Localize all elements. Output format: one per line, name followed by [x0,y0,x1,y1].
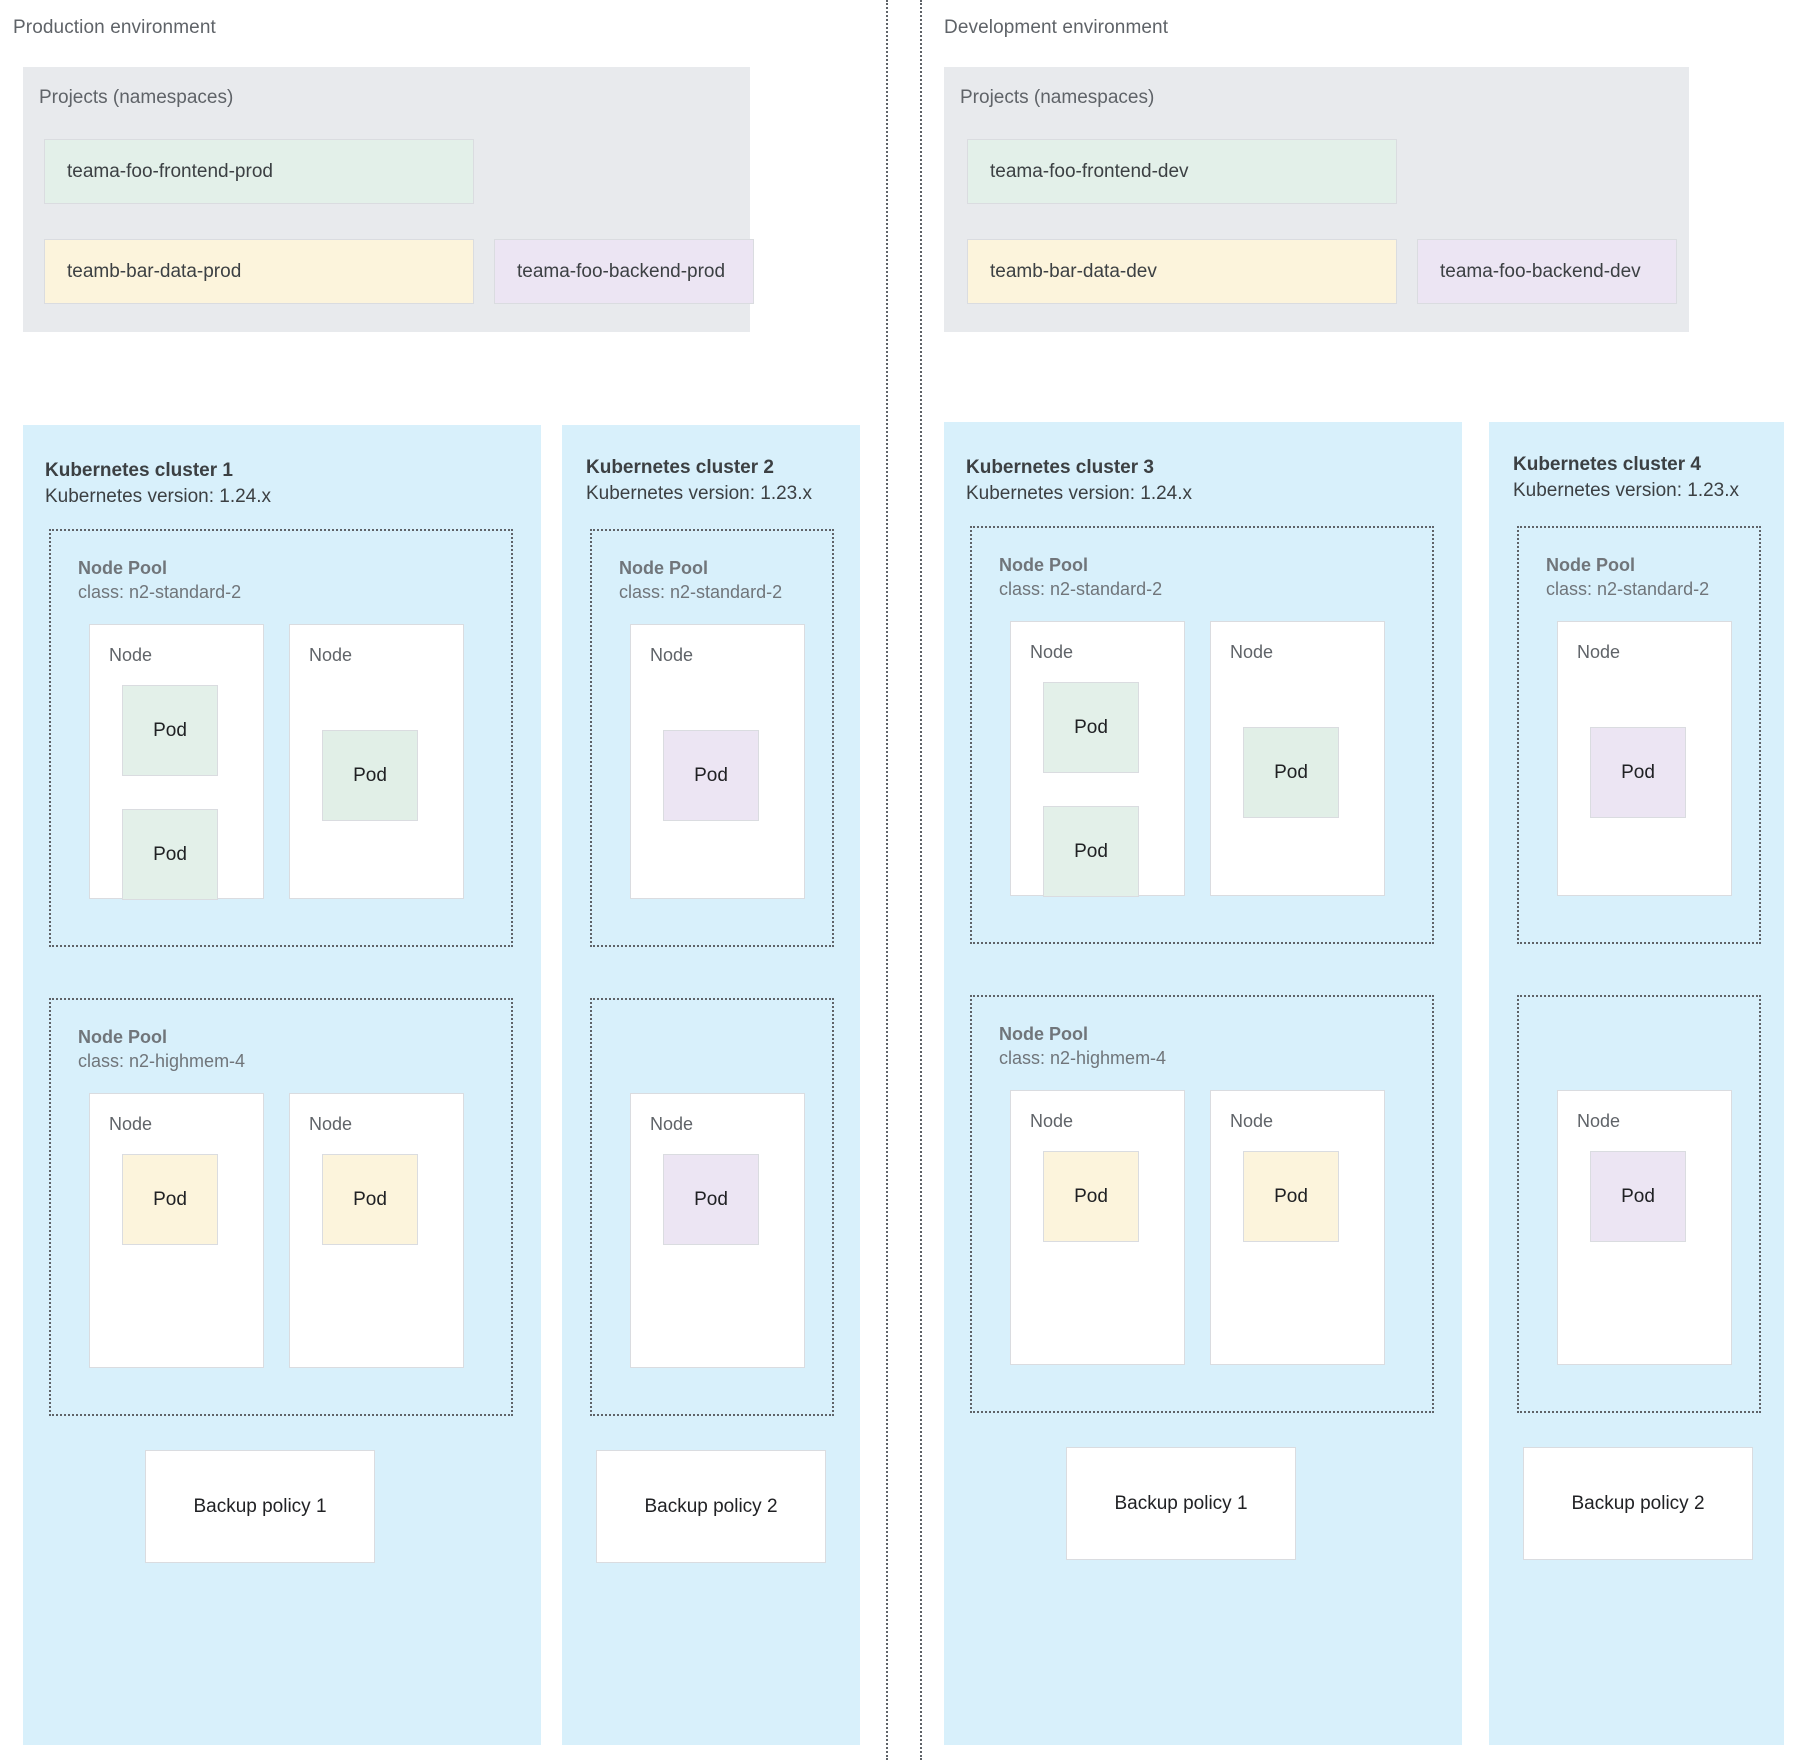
backup-policy-box[interactable]: Backup policy 1 [1066,1447,1296,1560]
pod-box[interactable]: Pod [1590,1151,1686,1242]
environment-title-development: Development environment [944,17,1169,38]
namespace-box[interactable]: teamb-bar-data-prod [44,239,474,304]
node-box[interactable]: Node Pod [1557,621,1732,896]
node-box[interactable]: Node Pod [1010,1090,1185,1365]
node-box[interactable]: Node Pod [289,624,464,899]
pod-box[interactable]: Pod [322,730,418,821]
node-box[interactable]: Node Pod Pod [1010,621,1185,897]
cluster-title: Kubernetes cluster 2 [586,457,774,478]
node-label: Node [309,645,353,665]
cluster-version: Kubernetes version: 1.24.x [45,486,272,507]
node-box[interactable]: Node Pod [289,1093,464,1368]
namespace-label: teama-foo-frontend-prod [67,160,273,182]
node-label: Node [109,645,153,665]
node-box[interactable]: Node Pod [630,1093,805,1368]
node-label: Node [1577,1111,1621,1131]
node-pool-class: class: n2-standard-2 [619,582,783,602]
node-pool[interactable]: Node Pool class: n2-standard-2 Node Pod … [970,526,1434,944]
node-pool[interactable]: Node Pod [1517,995,1761,1413]
namespace-box[interactable]: teama-foo-backend-dev [1417,239,1677,304]
namespace-box[interactable]: teama-foo-backend-prod [494,239,754,304]
cluster-panel-1[interactable]: Kubernetes cluster 1 Kubernetes version:… [23,425,541,1745]
node-pool-class: class: n2-standard-2 [78,582,242,602]
node-label: Node [1577,642,1621,662]
cluster-version: Kubernetes version: 1.23.x [1513,480,1740,501]
node-pool-title: Node Pool [78,1027,167,1047]
node-box[interactable]: Node Pod [630,624,805,899]
node-pool-title: Node Pool [1546,555,1635,575]
node-pool[interactable]: Node Pool class: n2-standard-2 Node Pod [590,529,834,947]
node-pool-class: class: n2-highmem-4 [78,1051,246,1071]
namespace-label: teama-foo-backend-prod [517,260,726,282]
node-label: Node [1230,642,1274,662]
pod-box[interactable]: Pod [663,730,759,821]
node-box[interactable]: Node Pod [89,1093,264,1368]
backup-policy-box[interactable]: Backup policy 2 [596,1450,826,1563]
namespace-box[interactable]: teamb-bar-data-dev [967,239,1397,304]
node-label: Node [650,1114,694,1134]
node-box[interactable]: Node Pod [1210,621,1385,896]
cluster-title: Kubernetes cluster 1 [45,460,233,481]
node-pool-title: Node Pool [619,558,708,578]
node-label: Node [1030,1111,1074,1131]
pod-box[interactable]: Pod [1043,806,1139,897]
cluster-panel-3[interactable]: Kubernetes cluster 3 Kubernetes version:… [944,422,1462,1745]
backup-policy-box[interactable]: Backup policy 1 [145,1450,375,1563]
node-pool-class: class: n2-highmem-4 [999,1048,1167,1068]
pod-box[interactable]: Pod [122,685,218,776]
node-label: Node [309,1114,353,1134]
node-label: Node [1230,1111,1274,1131]
pod-box[interactable]: Pod [122,1154,218,1245]
cluster-version: Kubernetes version: 1.23.x [586,483,813,504]
projects-panel-production: Projects (namespaces) teama-foo-frontend… [23,67,754,332]
pod-box[interactable]: Pod [1043,682,1139,773]
node-pool[interactable]: Node Pod [590,998,834,1416]
namespace-box[interactable]: teama-foo-frontend-dev [967,139,1397,204]
pod-box[interactable]: Pod [1243,727,1339,818]
pod-box[interactable]: Pod [663,1154,759,1245]
node-label: Node [1030,642,1074,662]
projects-panel-development: Projects (namespaces) teama-foo-frontend… [944,67,1689,332]
node-box[interactable]: Node Pod [1210,1090,1385,1365]
namespace-label: teamb-bar-data-dev [990,260,1157,282]
pod-box[interactable]: Pod [1043,1151,1139,1242]
namespace-label: teama-foo-frontend-dev [990,160,1189,182]
cluster-panel-4[interactable]: Kubernetes cluster 4 Kubernetes version:… [1489,422,1784,1745]
node-pool-title: Node Pool [999,555,1088,575]
pod-box[interactable]: Pod [1590,727,1686,818]
projects-label-development: Projects (namespaces) [960,87,1155,108]
namespace-label: teamb-bar-data-prod [67,260,242,282]
node-box[interactable]: Node Pod Pod [89,624,264,900]
backup-policy-box[interactable]: Backup policy 2 [1523,1447,1753,1560]
node-label: Node [109,1114,153,1134]
node-pool-title: Node Pool [78,558,167,578]
node-pool-class: class: n2-standard-2 [1546,579,1710,599]
cluster-version: Kubernetes version: 1.24.x [966,483,1193,504]
pod-box[interactable]: Pod [322,1154,418,1245]
node-pool-class: class: n2-standard-2 [999,579,1163,599]
pod-box[interactable]: Pod [1243,1151,1339,1242]
node-label: Node [650,645,694,665]
namespace-label: teama-foo-backend-dev [1440,260,1641,282]
cluster-title: Kubernetes cluster 4 [1513,454,1701,475]
pod-box[interactable]: Pod [122,809,218,900]
cluster-panel-2[interactable]: Kubernetes cluster 2 Kubernetes version:… [562,425,860,1745]
environment-divider-right [920,0,922,1760]
environment-divider-left [886,0,888,1760]
node-pool[interactable]: Node Pool class: n2-highmem-4 Node Pod N… [970,995,1434,1413]
node-pool-title: Node Pool [999,1024,1088,1044]
cluster-title: Kubernetes cluster 3 [966,457,1154,478]
projects-label-production: Projects (namespaces) [39,87,234,108]
node-pool[interactable]: Node Pool class: n2-standard-2 Node Pod … [49,529,513,947]
namespace-box[interactable]: teama-foo-frontend-prod [44,139,474,204]
node-pool[interactable]: Node Pool class: n2-highmem-4 Node Pod N… [49,998,513,1416]
environment-title-production: Production environment [13,17,216,38]
node-pool[interactable]: Node Pool class: n2-standard-2 Node Pod [1517,526,1761,944]
node-box[interactable]: Node Pod [1557,1090,1732,1365]
